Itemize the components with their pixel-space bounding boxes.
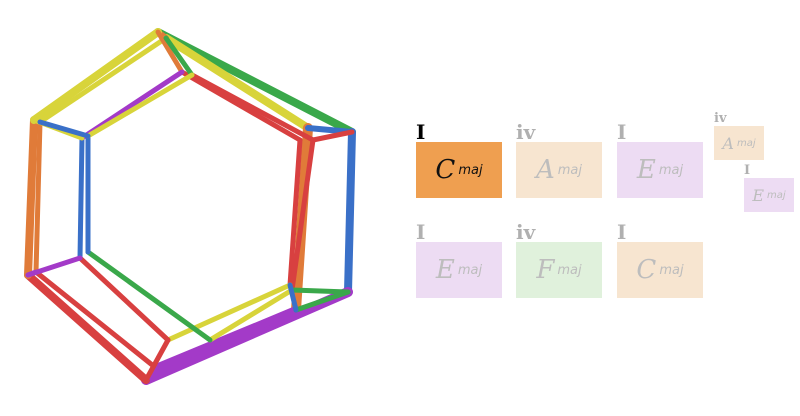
chord-quality: maj (658, 162, 684, 178)
chord-root: C (435, 155, 456, 185)
chord-root: F (536, 255, 555, 285)
roman-numeral: I (617, 220, 627, 244)
chord-root: A (535, 155, 555, 185)
wireframe-edge-6 (141, 287, 353, 385)
wireframe-edge-15 (30, 28, 162, 124)
roman-numeral: I (416, 220, 426, 244)
wireframe-edge-10 (33, 269, 159, 371)
chord-quality: maj (767, 189, 786, 201)
wireframe-edge-1 (162, 34, 312, 132)
roman-numeral: I (744, 163, 751, 178)
chord-root: E (636, 155, 656, 185)
wireframe-edge-3 (344, 128, 356, 296)
chord-root: E (435, 255, 455, 285)
wireframe-edge-23 (289, 137, 316, 293)
wireframe-edge-18 (179, 69, 303, 143)
wireframe-edge-33 (85, 72, 195, 139)
wireframe-edge-22 (287, 137, 303, 288)
chord-quality: maj (457, 262, 483, 278)
chord-quality: maj (659, 262, 684, 278)
wireframe-edge-25 (207, 287, 295, 343)
wireframe-edge-27 (85, 249, 213, 343)
roman-numeral: iv (516, 220, 536, 244)
wireframe-edge-9 (24, 271, 150, 384)
wireframe-edge-35 (37, 119, 91, 139)
chord-quality: maj (458, 162, 483, 178)
roman-numeral: iv (516, 120, 536, 144)
wireframe-edge-0 (154, 28, 356, 136)
roman-numeral: I (416, 120, 426, 144)
wireframe-edge-19 (189, 72, 316, 143)
wireframe-edge-21 (163, 35, 195, 78)
wireframe-edge-38 (287, 282, 299, 313)
wireframe-edge-37 (289, 287, 351, 295)
wireframe-edge-16 (37, 35, 169, 125)
wireframe-edge-13 (33, 119, 43, 275)
wireframe-edge-8 (293, 289, 351, 313)
chord-quality: maj (557, 162, 583, 178)
wireframe-edge-7 (152, 306, 300, 372)
wireframe-edge-31 (25, 255, 83, 278)
chord-root: E (752, 185, 765, 205)
wireframe-edge-28 (143, 337, 171, 383)
wireframe-edge-36 (310, 129, 355, 143)
chord-quality: maj (736, 137, 756, 149)
wireframe-edge-12 (24, 116, 38, 279)
roman-numeral: iv (714, 111, 727, 126)
roman-numeral: I (617, 120, 627, 144)
chord-root: C (636, 255, 657, 285)
chord-root: A (722, 133, 734, 153)
chord-quality: maj (557, 262, 582, 278)
wireframe-edge-29 (77, 135, 85, 261)
wireframe-edge-24 (165, 282, 293, 343)
wireframe-edge-20 (155, 29, 185, 75)
wireframe-edge-26 (77, 255, 171, 343)
